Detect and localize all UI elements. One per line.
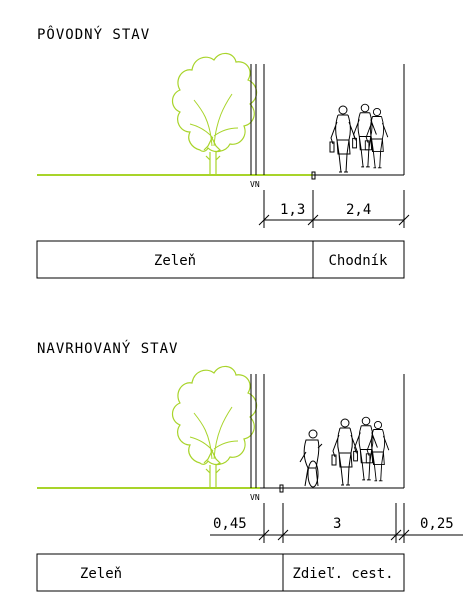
- existing-section: PÔVODNÝ STAV VN 1,3 2,4 Zel: [36, 25, 410, 279]
- proposed-table: [36, 553, 405, 592]
- proposed-section: NAVRHOVANÝ STAV VN: [36, 340, 463, 592]
- proposed-dim-edge: 0,25: [420, 516, 454, 532]
- existing-wall-label: VN: [250, 180, 260, 189]
- existing-title: PÔVODNÝ STAV: [37, 25, 150, 43]
- deciduous-tree-icon: [171, 365, 258, 490]
- existing-dimension-line: [258, 190, 410, 228]
- existing-table-sidewalk: Chodník: [328, 253, 388, 269]
- existing-table-greenery: Zeleň: [154, 253, 196, 269]
- proposed-wall-label: VN: [250, 493, 260, 502]
- proposed-table-shared-path: Zdieľ. cest.: [292, 566, 393, 582]
- proposed-dim-shared-path: 3: [333, 516, 341, 532]
- existing-table: [36, 240, 405, 279]
- existing-curb: [311, 171, 316, 180]
- deciduous-tree-icon: [171, 52, 258, 177]
- proposed-dimension-line: [210, 503, 463, 543]
- proposed-curb: [279, 484, 284, 493]
- pedestrians-icon: [331, 416, 390, 486]
- proposed-dim-greenery: 0,45: [213, 516, 247, 532]
- cyclist-icon: [299, 429, 323, 488]
- proposed-title: NAVRHOVANÝ STAV: [37, 340, 178, 357]
- proposed-table-greenery: Zeleň: [80, 566, 122, 582]
- existing-dim-sidewalk: 2,4: [346, 202, 371, 218]
- pedestrians-icon: [329, 103, 389, 173]
- existing-dim-greenery: 1,3: [280, 202, 305, 218]
